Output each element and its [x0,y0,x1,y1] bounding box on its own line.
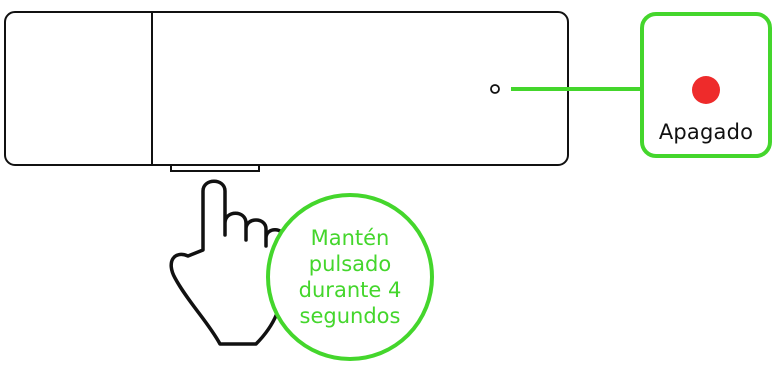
dongle-body [4,11,569,166]
led-status-panel: Apagado [640,12,772,158]
power-button[interactable] [170,165,260,172]
instruction-text: Mantén pulsado durante 4 segundos [298,226,402,328]
instruction-callout: Mantén pulsado durante 4 segundos [266,193,434,361]
usb-dongle [4,11,569,172]
status-label: Apagado [658,120,754,144]
red-led-icon [692,76,720,104]
status-led [490,84,500,94]
hand-pointing-up-icon [169,179,286,346]
